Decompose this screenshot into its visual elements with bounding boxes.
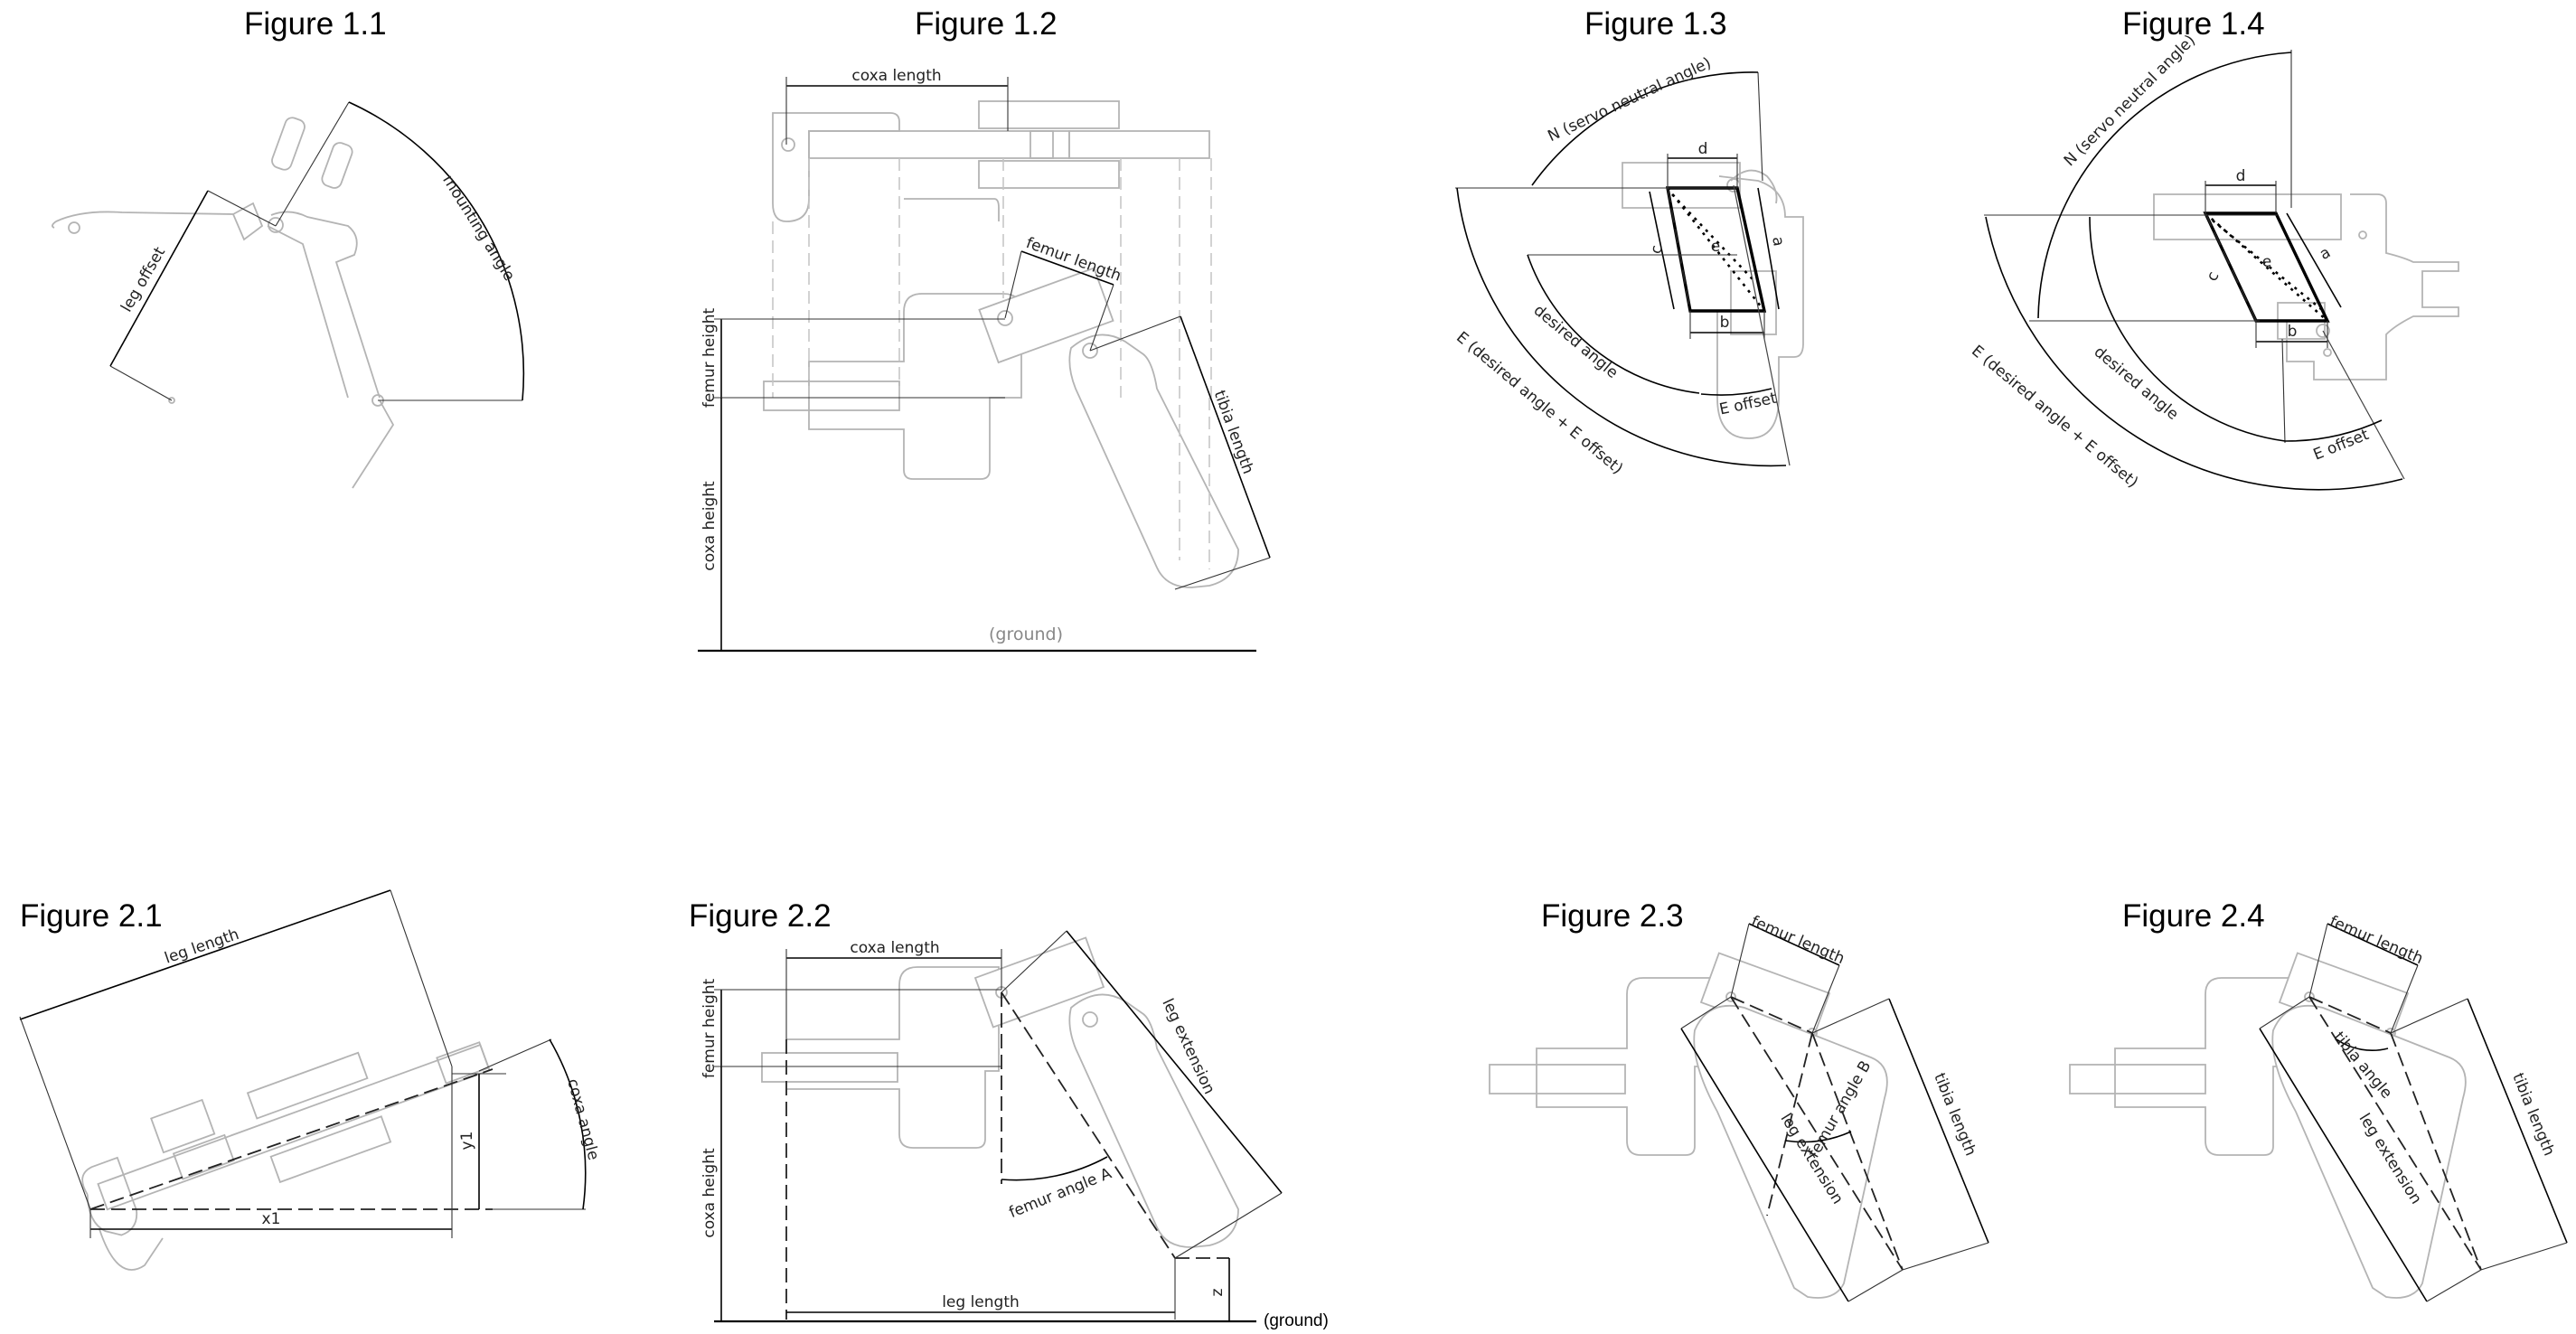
figure-1-4-title: Figure 1.4 [2122, 6, 2265, 42]
tibia-part [1068, 334, 1239, 588]
height-dimensions: femur height coxa height [700, 307, 1005, 651]
leg-length-dimension: leg length [19, 889, 453, 1210]
femur-height-label: femur height [700, 978, 719, 1078]
tibia-part [2271, 1004, 2467, 1299]
coxa-height-label: coxa height [700, 1148, 719, 1238]
leg-top-view [81, 1041, 491, 1271]
figure-2-2: Figure 2.2 femur angle A leg extension [689, 898, 1329, 1330]
coxa-assembly [772, 100, 1210, 222]
mounting-angle-dimension: mounting angle [275, 101, 525, 401]
coxa-height-label: coxa height [700, 481, 719, 571]
y1-label: y1 [458, 1132, 476, 1151]
ground-label: (ground) [1264, 1311, 1329, 1330]
tibia-length-label: tibia length [2508, 1070, 2558, 1158]
link-b-label: b [1720, 314, 1730, 332]
femur-length-label: femur length [2327, 913, 2425, 969]
tibia-part [1693, 1004, 1888, 1299]
e-offset-label: E offset [2311, 426, 2372, 465]
coxa-length-label: coxa length [850, 939, 939, 957]
ground: (ground) [698, 625, 1256, 653]
x1-label: x1 [262, 1210, 281, 1228]
link-e-label: e [1711, 238, 1720, 256]
link-d-label: d [1698, 140, 1708, 158]
coxa-length-label: coxa length [851, 67, 941, 85]
figure-1-4: Figure 1.4 d b c a e [1968, 6, 2459, 492]
link-a-label: a [2317, 243, 2334, 264]
figure-2-2-title: Figure 2.2 [689, 898, 832, 934]
n-servo-neutral-angle-label: N (servo neutral angle) [1545, 54, 1714, 146]
mounting-angle-label: mounting angle [438, 172, 518, 284]
figure-1-3: Figure 1.3 d b c a e [1453, 6, 1804, 478]
ground: (ground) [714, 1311, 1329, 1330]
ground-label: (ground) [989, 625, 1063, 644]
figure-2-1-title: Figure 2.1 [20, 898, 163, 934]
femur-height-label: femur height [700, 307, 719, 408]
figure-1-3-title: Figure 1.3 [1584, 6, 1727, 42]
link-e-label: e [2262, 253, 2271, 271]
femur-assembly [1489, 952, 1831, 1156]
leg-length-label: leg length [942, 1293, 1020, 1311]
leg-offset-label: leg offset [118, 244, 169, 315]
link-d-label: d [2236, 167, 2246, 185]
tibia-length-label: tibia length [1210, 388, 1257, 476]
figure-2-4-title: Figure 2.4 [2122, 898, 2265, 934]
link-b-label: b [2288, 323, 2298, 341]
figure-2-1: Figure 2.1 x1 y1 [19, 889, 602, 1271]
linkage-dimensions: d b c a e [1647, 140, 1788, 339]
servo-horn-parts [2153, 193, 2459, 380]
coxa-angle-label: coxa angle [563, 1077, 602, 1162]
figure-2-3-title: Figure 2.3 [1541, 898, 1684, 934]
z-label: z [1208, 1288, 1227, 1296]
coordinate-dimensions: x1 y1 coxa angle [89, 1038, 602, 1238]
leg-offset-dimension: leg offset [109, 190, 277, 401]
link-a-label: a [1768, 235, 1788, 248]
tibia-length-label: tibia length [1930, 1070, 1979, 1158]
hidden-projection-lines [772, 158, 1212, 569]
angle-dimensions: N (servo neutral angle) E (desired angle… [1968, 32, 2405, 492]
figure-1-1: Figure 1.1 leg offset mounting angle [52, 6, 525, 489]
leg-length-label: leg length [163, 925, 241, 968]
figure-2-4: Figure 2.4 tibia angle femur length tibi… [2069, 898, 2568, 1302]
figure-1-2-title: Figure 1.2 [915, 6, 1058, 42]
figure-1-2: Figure 1.2 [698, 6, 1271, 653]
coxa-part [52, 117, 395, 489]
coxa-length-dimension: coxa length [785, 67, 1009, 145]
figure-2-3: Figure 2.3 femur angle B femur length [1489, 898, 1989, 1302]
link-c-label: c [1647, 244, 1666, 256]
link-c-label: c [2203, 268, 2223, 284]
servo-horn-parts [1622, 162, 1804, 439]
femur-angle-a-label: femur angle A [1007, 1164, 1114, 1222]
femur-length-label: femur length [1748, 913, 1847, 969]
n-servo-neutral-angle-label: N (servo neutral angle) [2061, 32, 2199, 170]
tibia-part [1068, 993, 1239, 1248]
femur-assembly [761, 936, 1105, 1149]
figure-1-1-title: Figure 1.1 [244, 6, 387, 42]
femur-assembly [763, 267, 1114, 480]
